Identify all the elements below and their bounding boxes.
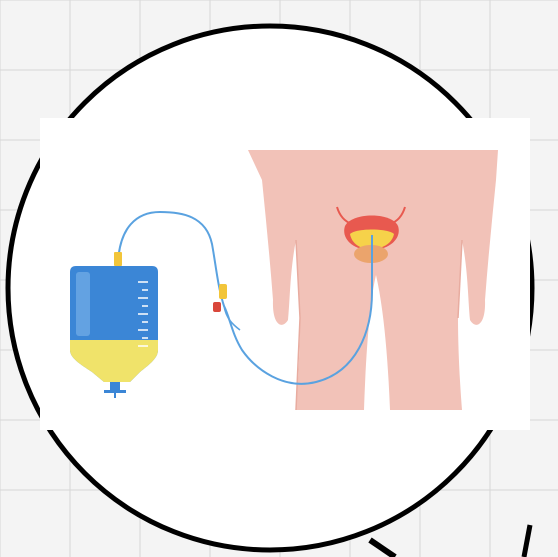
bag-valve — [110, 382, 120, 390]
tube-connector-red — [213, 302, 221, 312]
tube-connector-yellow — [219, 284, 227, 299]
bag-inlet — [114, 252, 122, 266]
